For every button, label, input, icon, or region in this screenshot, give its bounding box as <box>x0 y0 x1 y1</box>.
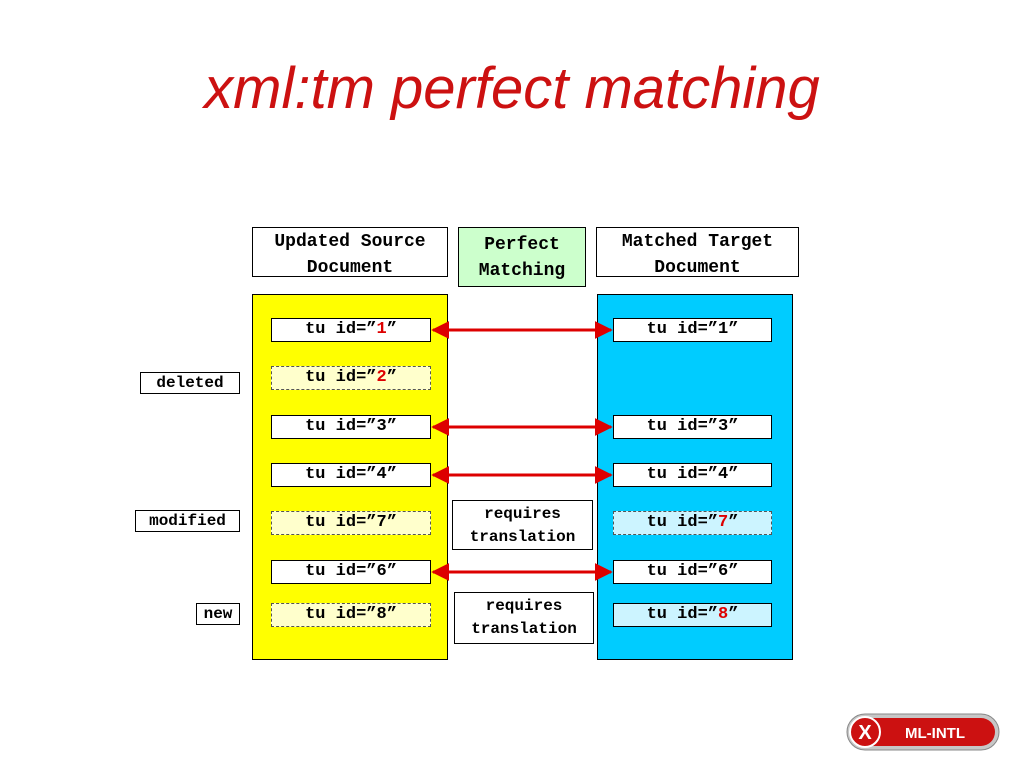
requires-translation-box-1: requires translation <box>452 500 593 550</box>
logo-x-text: X <box>858 722 872 744</box>
perfect-matching-header: Perfect Matching <box>458 227 586 287</box>
requires-line1: requires <box>484 505 561 523</box>
tu-suffix: ” <box>728 605 739 624</box>
tu-prefix: tu id=” <box>305 605 377 624</box>
requires-line2: translation <box>471 620 577 638</box>
tu-id: 1 <box>376 320 387 339</box>
tu-prefix: tu id=” <box>305 465 377 484</box>
source-document-header: Updated Source Document <box>252 227 448 278</box>
tu-suffix: ” <box>386 513 397 532</box>
deleted-label: deleted <box>140 372 240 394</box>
requires-line2: translation <box>469 528 576 546</box>
source-tu-2-deleted: tu id=”2” <box>271 366 431 390</box>
target-tu-8: tu id=”8” <box>613 603 772 627</box>
tu-suffix: ” <box>728 417 739 436</box>
perfect-header-line1: Perfect <box>484 235 560 255</box>
target-tu-4: tu id=”4” <box>613 463 772 487</box>
target-tu-1: tu id=”1” <box>613 318 772 342</box>
target-header-line2: Document <box>654 258 741 278</box>
source-tu-3: tu id=”3” <box>271 415 431 439</box>
tu-id: 2 <box>376 368 387 387</box>
new-label: new <box>196 603 240 625</box>
source-tu-7-modified: tu id=”7” <box>271 511 431 535</box>
tu-prefix: tu id=” <box>305 513 377 532</box>
tu-prefix: tu id=” <box>646 513 718 532</box>
tu-id: 3 <box>376 417 387 436</box>
tu-suffix: ” <box>728 562 739 581</box>
source-tu-8-new: tu id=”8” <box>271 603 431 627</box>
requires-line1: requires <box>485 597 563 615</box>
source-tu-6: tu id=”6” <box>271 560 431 584</box>
tu-id: 7 <box>718 513 729 532</box>
source-tu-4: tu id=”4” <box>271 463 431 487</box>
tu-prefix: tu id=” <box>305 368 377 387</box>
tu-suffix: ” <box>728 513 739 532</box>
tu-id: 4 <box>718 465 729 484</box>
tu-prefix: tu id=” <box>646 417 718 436</box>
source-header-line2: Document <box>306 258 394 278</box>
tu-id: 8 <box>376 605 387 624</box>
tu-prefix: tu id=” <box>646 605 718 624</box>
tu-id: 7 <box>376 513 387 532</box>
tu-suffix: ” <box>386 417 397 436</box>
target-tu-7: tu id=”7” <box>613 511 772 535</box>
tu-suffix: ” <box>386 320 397 339</box>
target-tu-3: tu id=”3” <box>613 415 772 439</box>
requires-translation-box-2: requires translation <box>454 592 594 644</box>
target-header-line1: Matched Target <box>621 232 774 252</box>
tu-prefix: tu id=” <box>646 562 718 581</box>
tu-id: 6 <box>718 562 729 581</box>
logo-rest-text: ML-INTL <box>905 725 965 742</box>
tu-id: 4 <box>376 465 387 484</box>
modified-label: modified <box>135 510 240 532</box>
tu-suffix: ” <box>386 605 397 624</box>
tu-id: 1 <box>718 320 729 339</box>
tu-id: 3 <box>718 417 729 436</box>
tu-suffix: ” <box>386 465 397 484</box>
tu-prefix: tu id=” <box>305 417 377 436</box>
source-header-line1: Updated Source <box>274 232 426 252</box>
tu-prefix: tu id=” <box>305 562 377 581</box>
tu-suffix: ” <box>386 562 397 581</box>
source-tu-1: tu id=”1” <box>271 318 431 342</box>
target-document-header: Matched Target Document <box>596 227 799 278</box>
tu-id: 6 <box>376 562 387 581</box>
tu-prefix: tu id=” <box>646 320 718 339</box>
tu-suffix: ” <box>728 320 739 339</box>
tu-prefix: tu id=” <box>646 465 718 484</box>
target-tu-6: tu id=”6” <box>613 560 772 584</box>
perfect-header-line2: Matching <box>478 261 566 281</box>
xml-intl-logo: X ML-INTL <box>846 713 1000 751</box>
tu-id: 8 <box>718 605 729 624</box>
slide-title: xml:tm perfect matching <box>204 56 820 121</box>
tu-suffix: ” <box>728 465 739 484</box>
tu-prefix: tu id=” <box>305 320 377 339</box>
tu-suffix: ” <box>386 368 397 387</box>
